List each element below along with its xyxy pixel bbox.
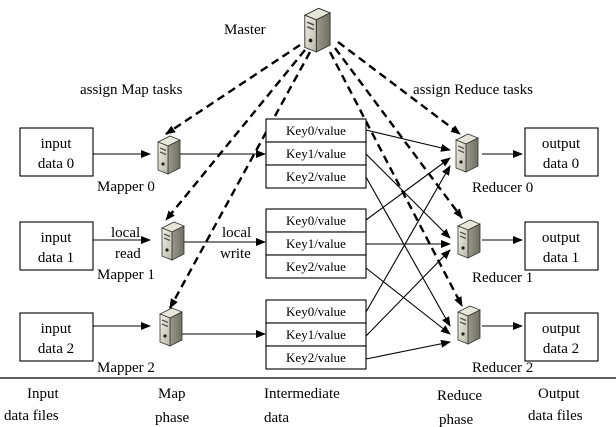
output-line1: output [542,230,581,246]
input-line1: input [41,321,73,337]
master-node: Master [224,7,331,53]
mapper-2: Mapper 2 [97,307,183,376]
input-box-0: input data 0 [19,127,94,177]
intermediate-group-1: Key0/value Key1/value Key2/value [265,208,367,279]
output-box-0: output data 0 [524,127,599,177]
local-read-label-2: read [115,246,141,262]
input-line2: data 0 [38,156,74,172]
reducer-label: Reducer 0 [472,180,533,196]
input-line1: input [41,136,73,152]
reducer-server-icon [457,305,481,345]
input-line1: input [41,230,73,246]
phase-labels: Input data files Map phase Intermediate … [4,386,583,427]
input-line2: data 2 [38,341,74,357]
local-write-label-1: local [222,225,251,241]
output-box-1: output data 1 [524,221,599,271]
reducer-server-icon [457,219,481,259]
key-cell: Key0/value [286,304,346,319]
reducer-1: Reducer 1 [457,219,533,286]
key-cell: Key0/value [286,123,346,138]
input-box-2: input data 2 [19,312,94,362]
assign-map-label: assign Map tasks [80,82,183,98]
reducer-label: Reducer 2 [472,360,533,376]
mapper-server-icon [157,135,181,175]
flow-lines [93,129,523,360]
mapper-1: Mapper 1 [97,221,185,283]
master-server-icon [303,7,331,53]
mapper-0: Mapper 0 [97,135,181,195]
key-cell: Key1/value [286,236,346,251]
local-read-label-1: local [111,225,140,241]
reducer-label: Reducer 1 [472,270,533,286]
reducer-server-icon [455,133,479,173]
input-line2: data 1 [38,250,74,266]
phase-output-line2: data files [528,408,583,424]
mapper-label: Mapper 0 [97,179,155,195]
phase-map-line2: phase [155,410,189,426]
phase-input-line2: data files [4,408,59,424]
output-line1: output [542,321,581,337]
intermediate-group-2: Key0/value Key1/value Key2/value [265,299,367,370]
mapper-label: Mapper 2 [97,360,155,376]
key-cell: Key2/value [286,169,346,184]
reducer-0: Reducer 0 [455,133,533,196]
input-box-1: input data 1 [19,221,94,271]
phase-map-line1: Map [158,386,186,402]
output-line2: data 2 [543,341,579,357]
phase-intermediate-line1: Intermediate [264,386,340,402]
key-cell: Key1/value [286,146,346,161]
phase-reduce-line2: phase [439,412,473,427]
assign-reduce-label: assign Reduce tasks [413,82,533,98]
phase-intermediate-line2: data [264,410,289,426]
key-cell: Key0/value [286,213,346,228]
key-cell: Key2/value [286,350,346,365]
key-cell: Key2/value [286,259,346,274]
phase-output-line1: Output [538,386,581,402]
master-label: Master [224,22,266,38]
reducer-2: Reducer 2 [457,305,533,376]
mapper-label: Mapper 1 [97,267,155,283]
intermediate-group-0: Key0/value Key1/value Key2/value [265,118,367,189]
mapper-server-icon [161,221,185,261]
local-write-label-2: write [220,246,251,262]
output-line2: data 0 [543,156,579,172]
mapper-server-icon [159,307,183,347]
phase-input-line1: Input [27,386,59,402]
output-box-2: output data 2 [524,312,599,362]
output-line1: output [542,136,581,152]
phase-reduce-line1: Reduce [437,388,482,404]
key-cell: Key1/value [286,327,346,342]
assign-arrows [165,41,464,309]
output-line2: data 1 [543,250,579,266]
